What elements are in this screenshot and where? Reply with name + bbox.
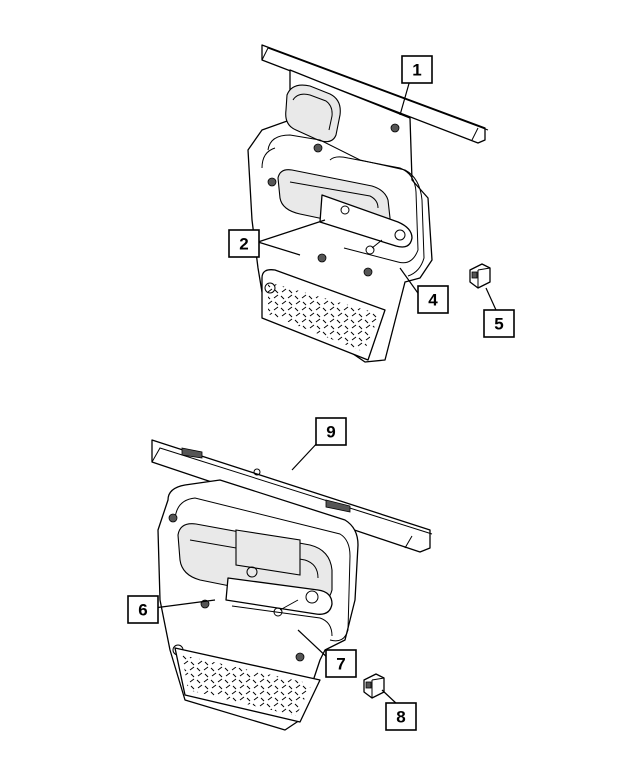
callout-7-label: 7 — [336, 655, 345, 674]
callout-2-label: 2 — [239, 235, 248, 254]
callout-6-label: 6 — [138, 601, 147, 620]
callout-5-label: 5 — [494, 315, 503, 334]
callout-8: 8 — [385, 702, 417, 731]
rear-trim-clip — [363, 673, 385, 699]
callout-6: 6 — [127, 595, 159, 624]
leader-lines — [153, 79, 497, 706]
front-window-rail — [261, 44, 489, 144]
rear-window-rail — [151, 439, 433, 553]
callout-4: 4 — [417, 285, 449, 314]
callout-1: 1 — [401, 55, 433, 84]
callout-2: 2 — [228, 229, 260, 258]
callout-5: 5 — [483, 309, 515, 338]
callout-8-label: 8 — [396, 708, 405, 727]
callout-9-label: 9 — [326, 423, 335, 442]
front-door-trim-panel — [247, 69, 433, 363]
callout-1-label: 1 — [412, 61, 421, 80]
front-door-trim-assembly — [247, 44, 491, 363]
rear-door-trim-assembly — [151, 439, 433, 731]
front-trim-clip — [469, 263, 491, 289]
callout-4-label: 4 — [428, 291, 438, 310]
callout-9: 9 — [315, 417, 347, 446]
callout-7: 7 — [325, 649, 357, 678]
rear-door-trim-panel — [157, 479, 359, 731]
